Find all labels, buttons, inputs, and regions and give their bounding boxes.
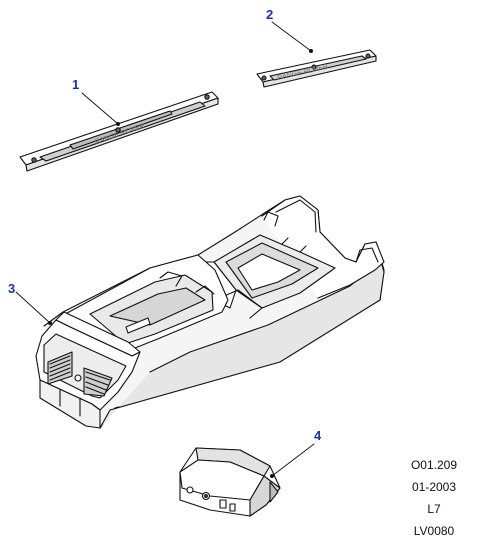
drawing-info-block: O01.209 01-2003 L7 LV0080 [394,456,474,544]
callout-1: 1 [72,77,80,92]
callout-2: 2 [266,7,274,22]
right-air-vent [83,367,113,397]
left-air-vent [47,351,73,385]
model-code: L7 [427,502,441,516]
leader-lines [15,21,315,477]
callout-3: 3 [8,281,16,296]
callout-4: 4 [314,428,322,443]
switch-housing-part-4 [179,447,281,517]
reference-number: O01.209 [410,458,458,472]
leader-line-4 [271,443,315,477]
drawing-number: LV0080 [413,524,455,538]
leader-line-2 [271,21,312,52]
sill-plate-part-2: RANGE ROVER [256,49,377,88]
centre-console-part-3 [35,195,385,429]
kick-plate-part-1: RANGE ROVER [19,91,219,172]
leader-line-1 [81,92,119,125]
leader-line-3 [15,291,51,324]
issue-date: 01-2003 [411,480,457,494]
